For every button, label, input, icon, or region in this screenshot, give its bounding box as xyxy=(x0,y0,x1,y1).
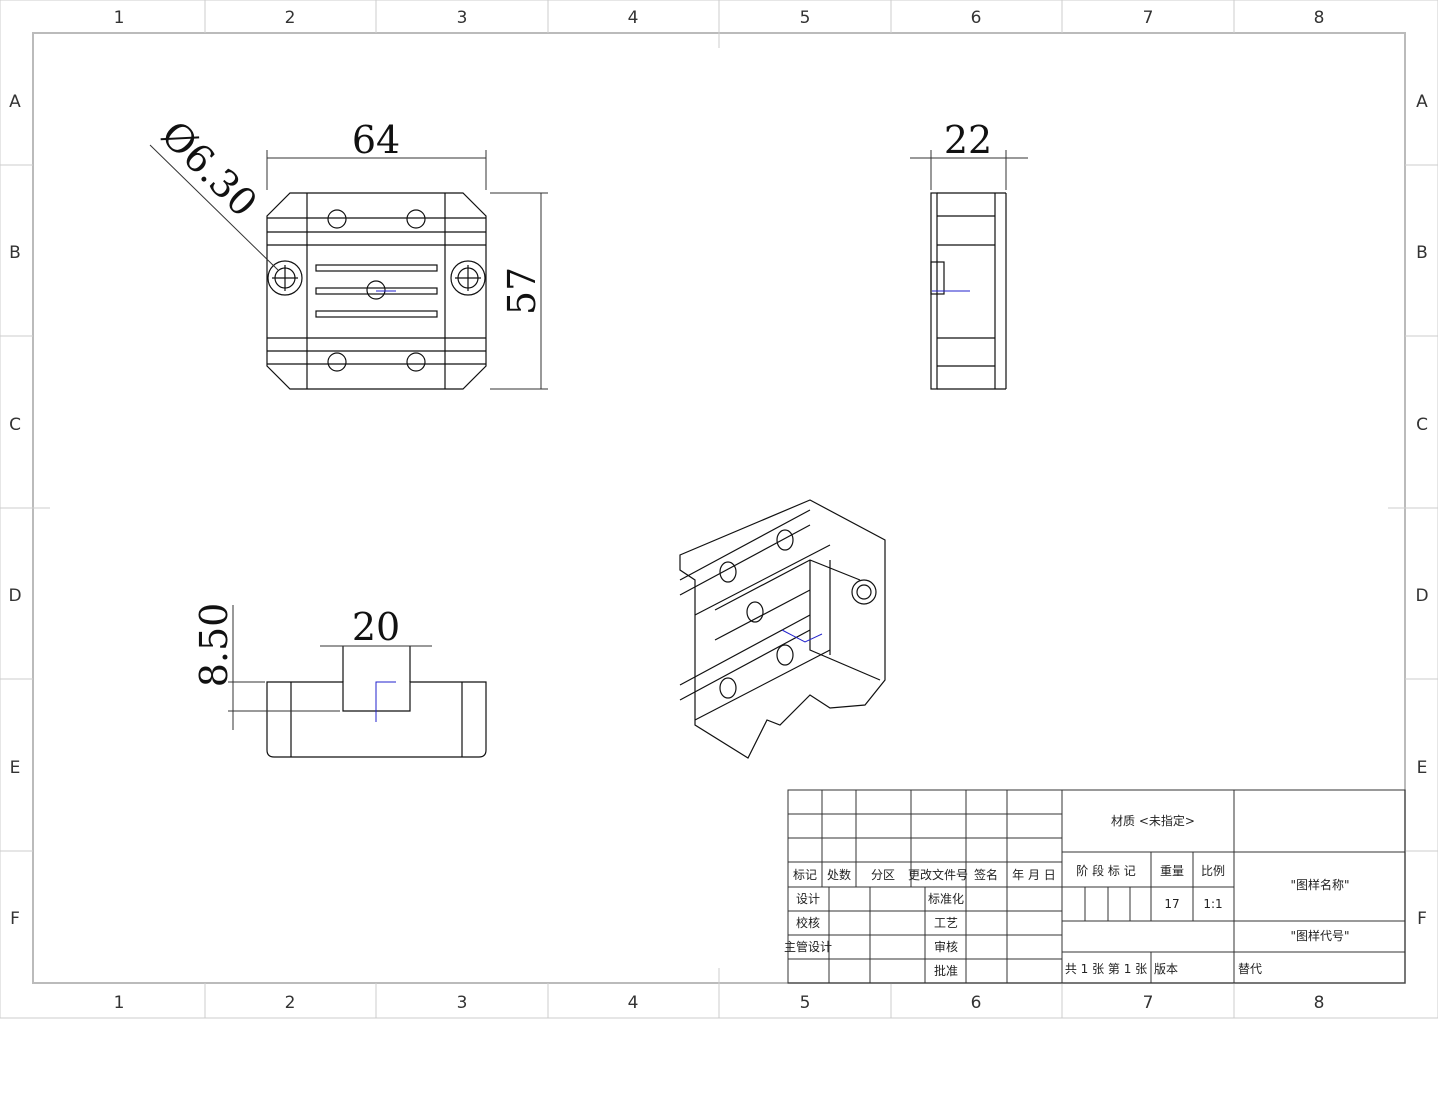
zone-col-6: 6 xyxy=(971,8,982,28)
zone-row-f: F xyxy=(10,909,20,929)
role-chief-design: 主管设计 xyxy=(784,939,832,954)
weight-value: 17 xyxy=(1164,897,1179,911)
weight-label: 重量 xyxy=(1160,864,1184,878)
header-count: 处数 xyxy=(827,867,851,882)
zone-col-7: 7 xyxy=(1143,8,1154,28)
zone-row-b: B xyxy=(9,243,21,263)
sheet-frame xyxy=(0,0,1438,1019)
approval-approve: 批准 xyxy=(934,963,958,978)
bottom-view: 20 8.50 xyxy=(192,603,487,758)
zone-col-4: 4 xyxy=(628,8,639,28)
sheet-count: 共 1 张 第 1 张 xyxy=(1065,962,1147,976)
zone-row-e: E xyxy=(10,758,21,778)
dim-depth: 22 xyxy=(944,118,992,162)
zone-col-2: 2 xyxy=(285,8,296,28)
header-change-doc: 更改文件号 xyxy=(908,867,968,882)
zone-row-a-right: A xyxy=(1416,92,1428,112)
zone-col-4-bottom: 4 xyxy=(628,993,639,1013)
zone-col-1-bottom: 1 xyxy=(114,993,125,1013)
dim-slot-depth: 8.50 xyxy=(192,603,236,688)
stage-mark-label: 阶 段 标 记 xyxy=(1076,863,1135,878)
zone-col-3-bottom: 3 xyxy=(457,993,468,1013)
zone-col-5-bottom: 5 xyxy=(800,993,811,1013)
header-signature: 签名 xyxy=(974,867,998,882)
zone-row-d-right: D xyxy=(1415,586,1428,606)
approval-standardization: 标准化 xyxy=(928,892,964,906)
dim-height: 57 xyxy=(500,267,544,315)
scale-value: 1:1 xyxy=(1203,897,1222,911)
zone-col-8: 8 xyxy=(1314,8,1325,28)
zone-col-1: 1 xyxy=(114,8,125,28)
zone-row-f-right: F xyxy=(1417,909,1427,929)
approval-process: 工艺 xyxy=(934,916,958,930)
approval-review: 审核 xyxy=(934,939,958,954)
zone-labels: 1 2 3 4 5 6 7 8 1 2 3 4 5 6 7 8 A B C D … xyxy=(8,8,1428,1013)
front-view: 64 57 Ø6.30 xyxy=(149,112,548,390)
zone-row-b-right: B xyxy=(1416,243,1428,263)
drawing-name: "图样名称" xyxy=(1290,877,1349,892)
dim-hole-diameter: Ø6.30 xyxy=(153,112,266,225)
header-date: 年 月 日 xyxy=(1012,868,1056,882)
zone-row-d: D xyxy=(8,586,21,606)
title-block: 标记 处数 分区 更改文件号 签名 年 月 日 设计 校核 主管设计 标准化 工… xyxy=(784,789,1406,984)
replaces-label: 替代 xyxy=(1238,962,1262,976)
zone-col-3: 3 xyxy=(457,8,468,28)
side-view: 22 xyxy=(910,118,1028,390)
isometric-view xyxy=(679,499,886,759)
zone-row-e-right: E xyxy=(1417,758,1428,778)
zone-row-a: A xyxy=(9,92,21,112)
material: 材质 <未指定> xyxy=(1111,813,1195,828)
header-mark: 标记 xyxy=(793,868,817,882)
zone-row-c: C xyxy=(9,415,21,435)
header-zone: 分区 xyxy=(871,868,895,882)
version-label: 版本 xyxy=(1154,962,1178,976)
scale-label: 比例 xyxy=(1201,864,1225,878)
role-design: 设计 xyxy=(796,892,820,906)
drawing-number: "图样代号" xyxy=(1290,928,1349,943)
zone-col-6-bottom: 6 xyxy=(971,993,982,1013)
dim-slot-width: 20 xyxy=(352,605,400,649)
zone-col-8-bottom: 8 xyxy=(1314,993,1325,1013)
zone-row-c-right: C xyxy=(1416,415,1428,435)
zone-col-2-bottom: 2 xyxy=(285,993,296,1013)
zone-col-5: 5 xyxy=(800,8,811,28)
dim-width: 64 xyxy=(352,118,400,162)
role-check: 校核 xyxy=(796,915,820,930)
zone-col-7-bottom: 7 xyxy=(1143,993,1154,1013)
